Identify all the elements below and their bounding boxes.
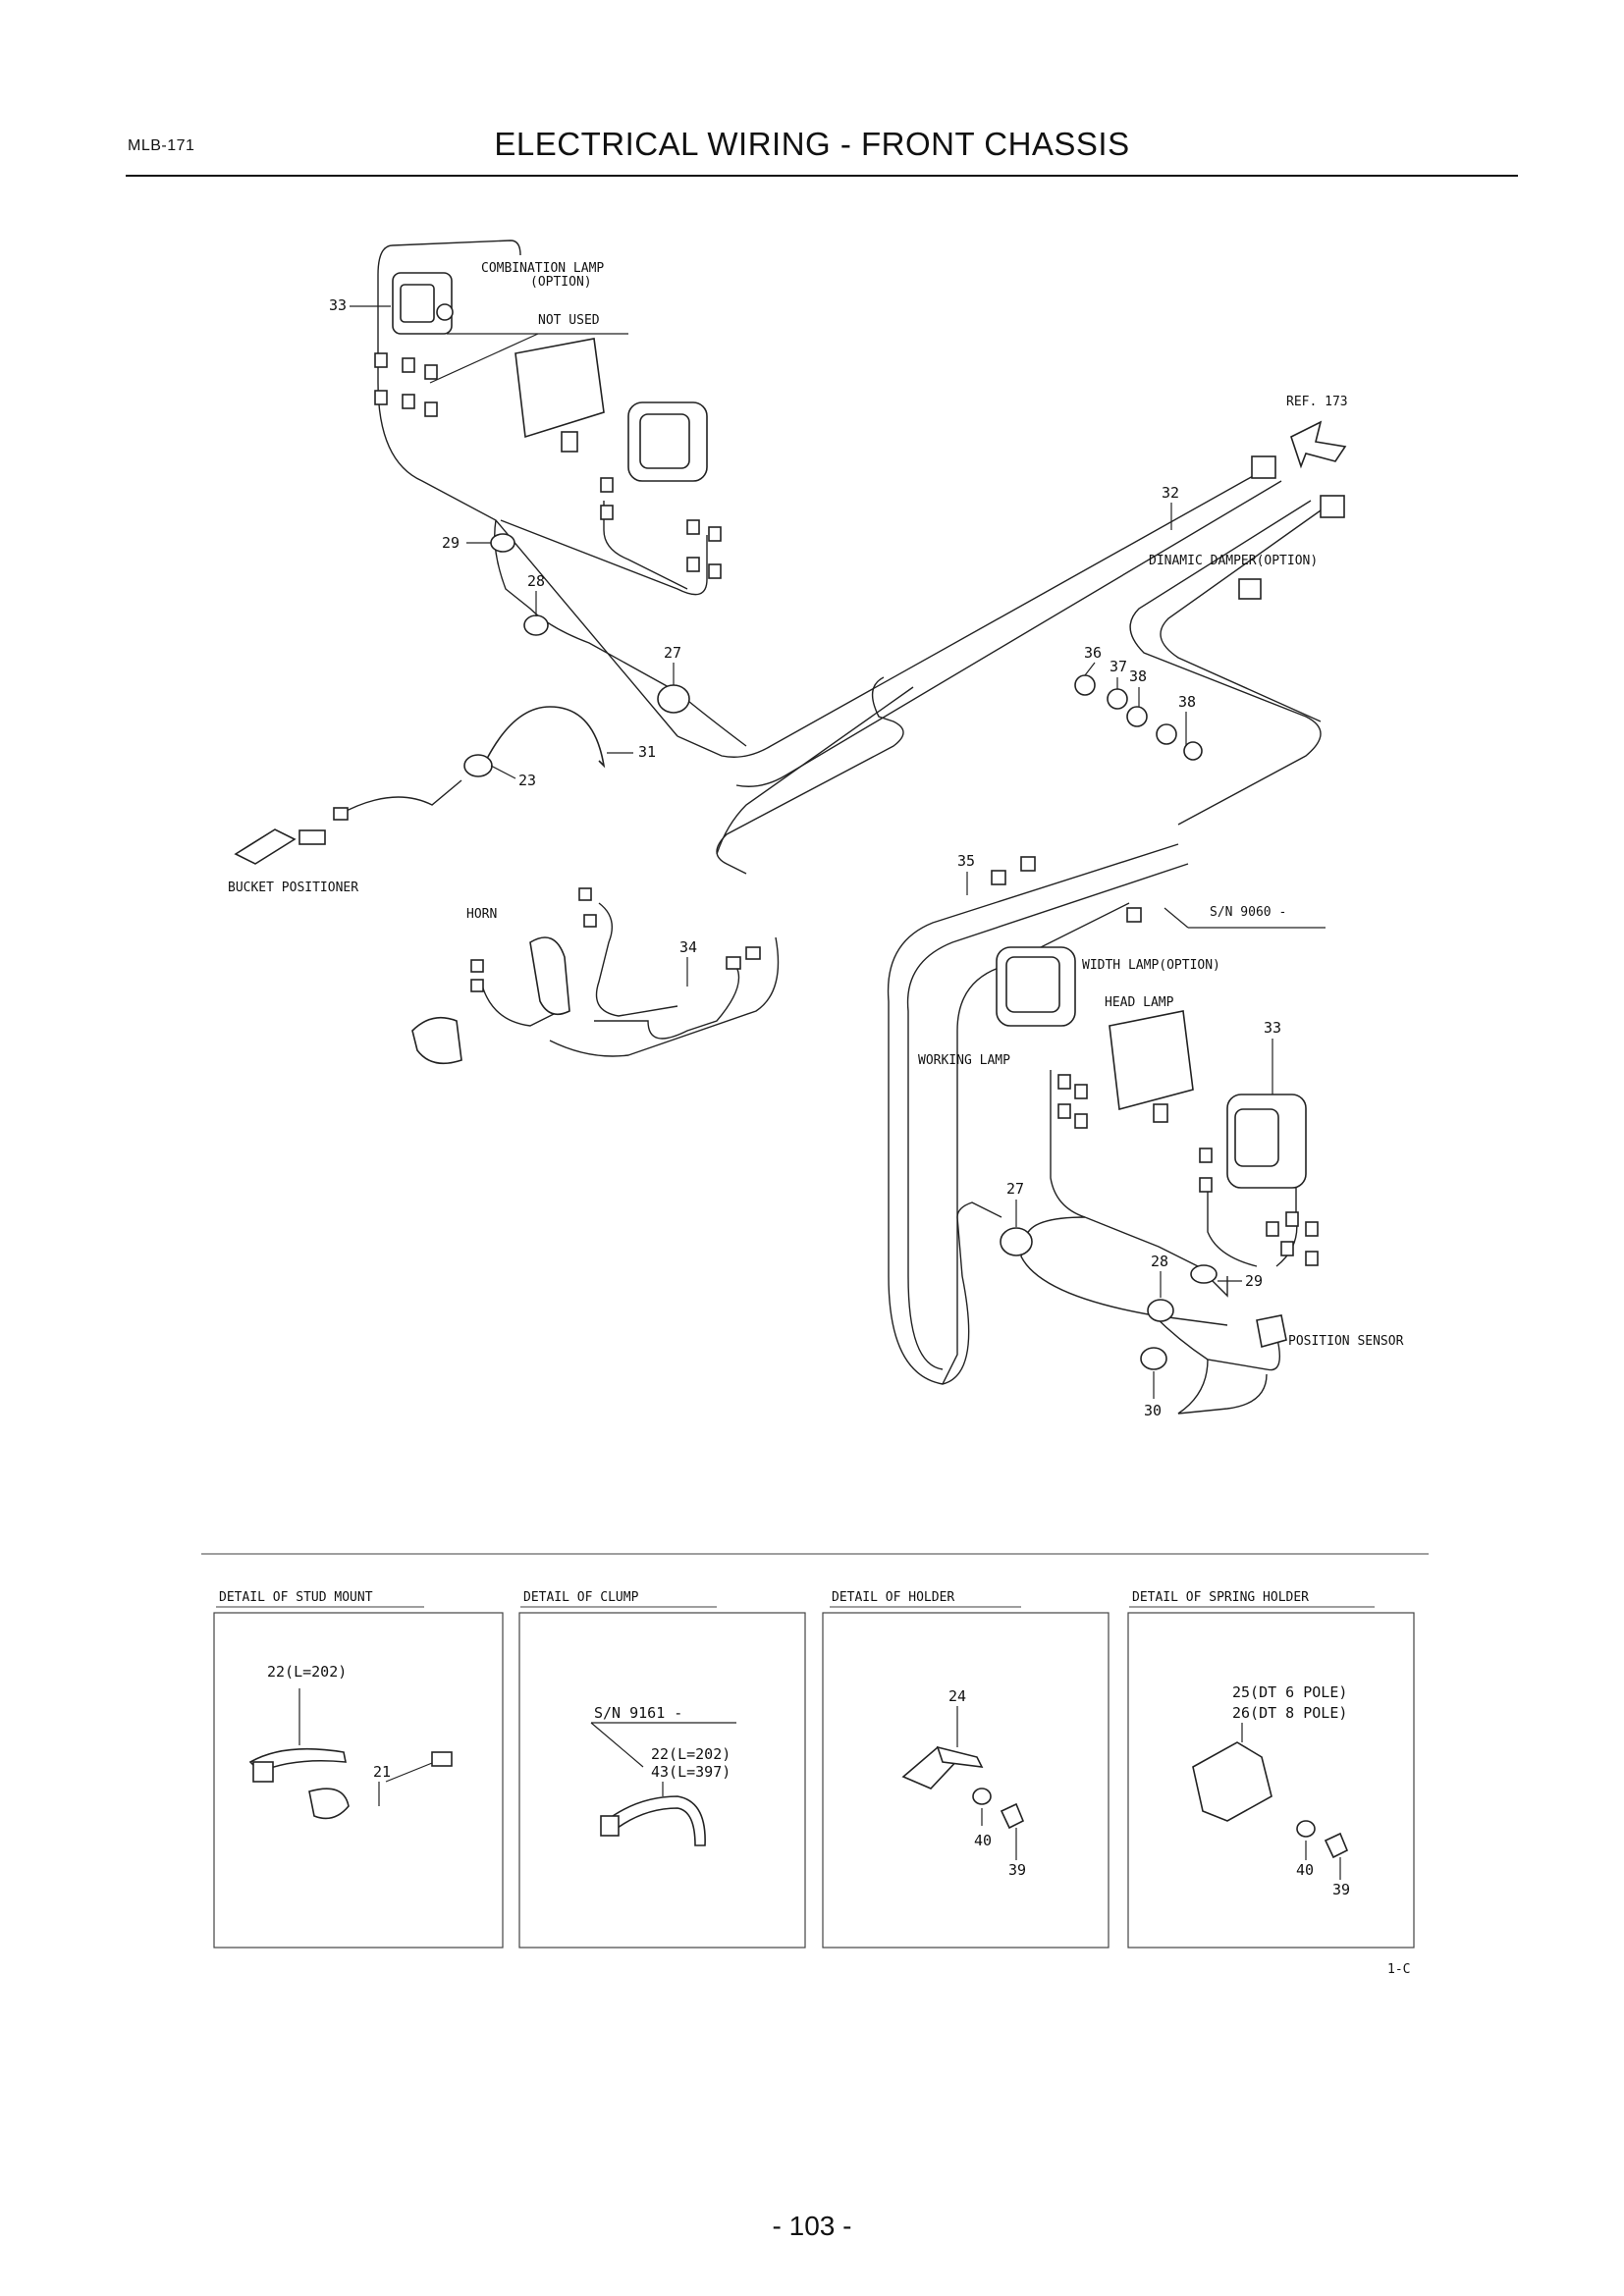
- detail-holder-callout-24: 24: [948, 1687, 966, 1705]
- label-bucket-positioner: BUCKET POSITIONER: [228, 881, 358, 895]
- detail-spring-holder-callout-26: 26(DT 8 POLE): [1232, 1704, 1347, 1722]
- page-number: - 103 -: [772, 2211, 852, 2241]
- detail-clump-title: DETAIL OF CLUMP: [523, 1590, 639, 1605]
- callout-27-top: 27: [664, 644, 681, 662]
- grommet-27-top: [657, 684, 690, 714]
- title-divider: [126, 175, 1518, 177]
- grommet-30: [1140, 1347, 1167, 1370]
- label-head-lamp: HEAD LAMP: [1105, 995, 1174, 1010]
- connector-group-top-mid: [600, 477, 722, 579]
- ref-173-arrow: [1290, 420, 1347, 469]
- label-working-lamp: WORKING LAMP: [918, 1053, 1010, 1068]
- head-lamp-top: [514, 338, 605, 453]
- detail-stud-mount: DETAIL OF STUD MOUNT 22(L=202) 21: [213, 1590, 504, 1949]
- working-lamp-top: [627, 401, 708, 482]
- document-code: MLB-171: [128, 137, 195, 154]
- callout-23: 23: [518, 772, 536, 789]
- label-ref-173: REF. 173: [1286, 395, 1348, 409]
- detail-stud-mount-callout-22: 22(L=202): [267, 1663, 347, 1681]
- callout-37: 37: [1110, 658, 1127, 675]
- width-lamp-lower: [996, 946, 1076, 1027]
- horn: [411, 887, 597, 1065]
- detail-holder-callout-39: 39: [1008, 1861, 1026, 1879]
- label-width-lamp: WIDTH LAMP(OPTION): [1082, 958, 1220, 973]
- detail-spring-holder-callout-25: 25(DT 6 POLE): [1232, 1683, 1347, 1701]
- grommet-29-lower: [1190, 1264, 1218, 1284]
- corrugated-tube-31: [480, 706, 606, 772]
- callout-30: 30: [1144, 1402, 1162, 1419]
- head-lamp-lower: [1109, 1010, 1194, 1123]
- connector-34: [726, 946, 761, 970]
- callout-32: 32: [1162, 484, 1179, 502]
- callout-28-top: 28: [527, 572, 545, 590]
- position-sensor: [1256, 1314, 1287, 1349]
- callout-33-top: 33: [329, 296, 347, 314]
- detail-clump: DETAIL OF CLUMP S/N 9161 - 22(L=202) 43(…: [518, 1590, 806, 1949]
- combination-lamp-lower: [1226, 1094, 1307, 1189]
- detail-spring-holder-title: DETAIL OF SPRING HOLDER: [1132, 1590, 1309, 1605]
- callout-33-bottom: 33: [1264, 1019, 1281, 1037]
- detail-spring-holder-callout-39: 39: [1332, 1881, 1350, 1898]
- label-not-used: NOT USED: [538, 313, 600, 328]
- callout-34: 34: [679, 938, 697, 956]
- page-title: ELECTRICAL WIRING - FRONT CHASSIS: [494, 126, 1130, 162]
- bucket-positioner: [234, 807, 349, 865]
- callout-35: 35: [957, 852, 975, 870]
- connector-35: [991, 856, 1142, 923]
- label-horn: HORN: [466, 907, 497, 922]
- detail-clump-callout-sn: S/N 9161 -: [594, 1704, 682, 1722]
- grommet-27-lower: [1000, 1227, 1033, 1256]
- detail-spring-holder-callout-40: 40: [1296, 1861, 1314, 1879]
- label-sn-9060: S/N 9060 -: [1210, 905, 1286, 920]
- detail-clump-callout-43: 43(L=397): [651, 1763, 731, 1781]
- detail-holder-title: DETAIL OF HOLDER: [832, 1590, 954, 1605]
- callout-29-top: 29: [442, 534, 460, 552]
- combination-lamp-top: [392, 272, 454, 335]
- detail-stud-mount-callout-21: 21: [373, 1763, 391, 1781]
- sensor-connector-23: [463, 754, 493, 777]
- grommet-29-top: [490, 533, 515, 553]
- detail-holder-callout-40: 40: [974, 1832, 992, 1849]
- callout-36: 36: [1084, 644, 1102, 662]
- detail-spring-holder: DETAIL OF SPRING HOLDER 25(DT 6 POLE) 26…: [1127, 1590, 1415, 1949]
- callout-27-bottom: 27: [1006, 1180, 1024, 1198]
- callout-29-bottom: 29: [1245, 1272, 1263, 1290]
- harness-wires: [338, 240, 1322, 1415]
- detail-holder: DETAIL OF HOLDER 24 40 39: [822, 1590, 1110, 1949]
- callout-38-a: 38: [1129, 667, 1147, 685]
- label-combination-lamp: COMBINATION LAMP: [481, 261, 604, 276]
- detail-stud-mount-title: DETAIL OF STUD MOUNT: [219, 1590, 373, 1605]
- detail-clump-callout-22: 22(L=202): [651, 1745, 731, 1763]
- grommet-28-lower: [1147, 1299, 1174, 1322]
- callout-31: 31: [638, 743, 656, 761]
- connector-group-top-right: [1238, 455, 1345, 600]
- connector-group-top-left: [374, 352, 438, 417]
- label-dinamic-damper: DINAMIC DAMPER(OPTION): [1149, 554, 1318, 568]
- callout-28-bottom: 28: [1151, 1253, 1168, 1270]
- label-combination-lamp-option: (OPTION): [530, 275, 592, 290]
- leader-lines: [350, 305, 1326, 1399]
- grommet-28-top: [523, 614, 549, 636]
- label-position-sensor: POSITION SENSOR: [1288, 1334, 1404, 1349]
- figure-code: 1-C: [1387, 1962, 1410, 1977]
- connector-group-lower-right: [1057, 1074, 1319, 1266]
- callout-38-b: 38: [1178, 693, 1196, 711]
